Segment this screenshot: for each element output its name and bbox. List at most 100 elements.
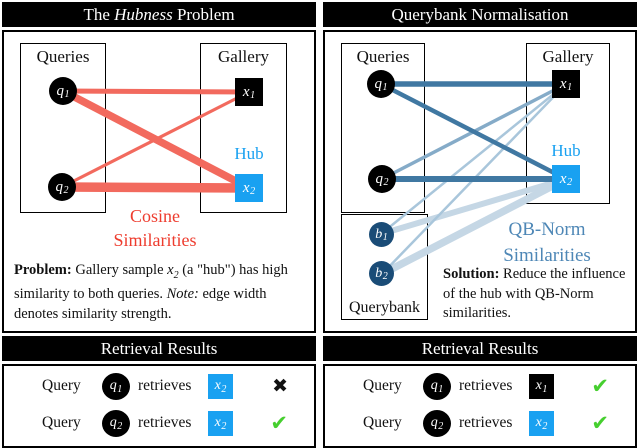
chip-label-sub: 2 — [221, 383, 227, 395]
node-label: q — [55, 178, 64, 195]
node-label: q — [375, 170, 384, 187]
panel-title: The Hubness Problem — [2, 2, 316, 27]
similarity-edge — [380, 175, 568, 278]
queries-box-label: Queries — [36, 47, 90, 66]
result-word-query: Query — [42, 414, 81, 431]
note-emphasis: Note: — [166, 286, 199, 303]
title-text: The — [83, 5, 115, 24]
caption-line: Similarities — [113, 230, 197, 250]
title-text: Querybank Normalisation — [391, 5, 569, 24]
gallery-box-label: Gallery — [218, 47, 269, 66]
note-lead: Problem: — [14, 262, 72, 278]
node-label: b — [375, 226, 383, 242]
retrieval-results-title: Retrieval Results — [2, 336, 316, 361]
similarity-edge — [380, 83, 567, 235]
chip-label-sub: 2 — [438, 420, 444, 432]
title-text: Problem — [172, 5, 235, 24]
note-math: x — [167, 262, 174, 278]
check-mark-icon: ✔ — [270, 411, 288, 435]
node-label-sub: 1 — [382, 81, 388, 93]
chip-label: q — [109, 415, 117, 430]
node-label-sub: 1 — [250, 89, 256, 101]
queries-box-label: Queries — [356, 47, 410, 66]
similarity-edge — [380, 176, 567, 237]
caption-line: Similarities — [503, 245, 591, 266]
node-label-sub: 2 — [382, 271, 388, 282]
check-mark-icon: ✔ — [591, 374, 609, 398]
node-label-sub: 2 — [250, 185, 256, 197]
chip-label-sub: 1 — [117, 383, 123, 395]
chip-label: q — [430, 415, 438, 430]
result-word-query: Query — [42, 377, 81, 394]
panel-title: Querybank Normalisation — [323, 2, 637, 27]
chip-label: q — [109, 378, 117, 393]
result-word-retrieves: retrieves — [138, 414, 192, 431]
node-label-sub: 2 — [383, 176, 389, 188]
result-word-retrieves: retrieves — [459, 414, 513, 431]
chip-label: x — [214, 415, 221, 430]
chip-label: x — [535, 378, 542, 393]
node-label: b — [375, 265, 383, 281]
check-mark-icon: ✔ — [591, 411, 609, 435]
node-label-sub: 2 — [63, 184, 69, 196]
similarity-edge — [61, 87, 251, 192]
cross-mark-icon: ✖ — [272, 375, 288, 397]
qbnorm-similarities-caption: QB-Norm Similarities — [467, 217, 627, 269]
result-word-query: Query — [363, 414, 402, 431]
note-text: Gallery sample — [71, 262, 168, 278]
note-text: Reduce the influence of the hub with QB-… — [443, 266, 626, 321]
chip-label-sub: 2 — [221, 420, 227, 432]
node-label-sub: 1 — [567, 81, 573, 93]
result-word-retrieves: retrieves — [459, 377, 513, 394]
caption-line: QB-Norm — [508, 219, 586, 240]
chip-label: q — [430, 378, 438, 393]
node-label: q — [56, 82, 65, 99]
chip-label-sub: 2 — [542, 420, 548, 432]
note-text: edge width denotes similarity strength. — [14, 286, 267, 322]
note-math-sub: 2 — [173, 269, 179, 281]
node-label: x — [559, 170, 567, 187]
querybank-normalisation-panel: Querybank Normalisation Queries Gallery … — [323, 2, 637, 448]
similarity-edge — [379, 81, 568, 182]
result-word-retrieves: retrieves — [138, 377, 192, 394]
node-label: x — [559, 75, 567, 92]
gallery-box-label: Gallery — [542, 47, 594, 66]
node-label: x — [242, 179, 250, 196]
cosine-similarity-edges — [61, 87, 251, 193]
solution-note: Solution: Reduce the influence of the hu… — [443, 265, 635, 324]
retrieval-results-title: Retrieval Results — [323, 336, 637, 361]
node-label-sub: 2 — [567, 176, 573, 188]
cosine-similarities-caption: Cosine Similarities — [67, 204, 243, 252]
similarity-edge — [61, 182, 250, 193]
problem-note: Problem: Gallery sample x2 (a "hub") has… — [14, 261, 310, 324]
hub-label: Hub — [551, 141, 581, 160]
note-text: (a "hub") has high similarity to both qu… — [14, 262, 288, 303]
qbnorm-similarity-edges — [379, 81, 568, 278]
chip-label-sub: 2 — [117, 420, 123, 432]
chip-label-sub: 1 — [438, 383, 444, 395]
chip-label: x — [214, 378, 221, 393]
node-label-sub: 1 — [382, 232, 388, 243]
